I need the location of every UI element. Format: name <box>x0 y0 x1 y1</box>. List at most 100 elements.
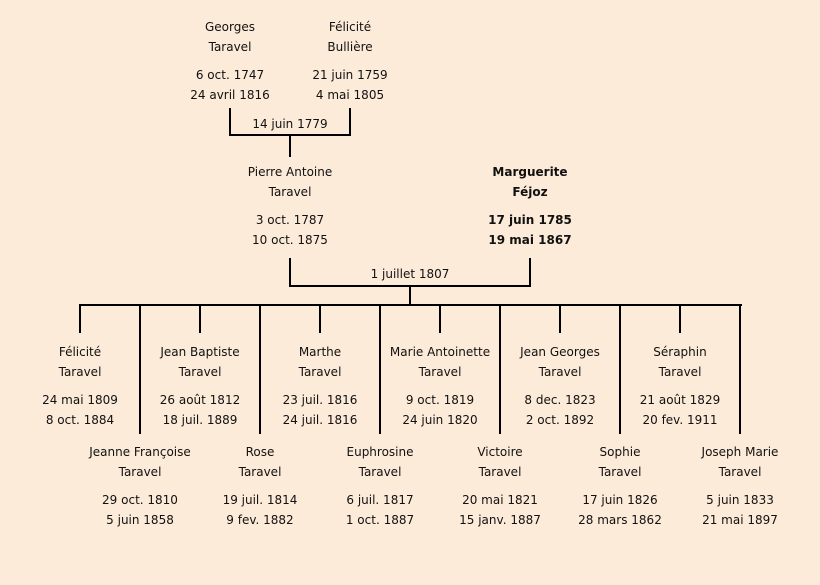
birth-date: 29 oct. 1810 <box>102 493 178 507</box>
child-card[interactable]: Sophie Taravel 17 juin 1826 28 mars 1862 <box>545 442 695 530</box>
child-card[interactable]: Jeanne Françoise Taravel 29 oct. 1810 5 … <box>65 442 215 530</box>
death-date: 5 juin 1858 <box>106 513 174 527</box>
connector-line <box>499 304 501 434</box>
person-card[interactable]: Pierre Antoine Taravel 3 oct. 1787 10 oc… <box>215 162 365 250</box>
child-card[interactable]: Marthe Taravel 23 juil. 1816 24 juil. 18… <box>245 342 395 430</box>
birth-date: 19 juil. 1814 <box>222 493 298 507</box>
death-date: 18 juil. 1889 <box>162 413 238 427</box>
connector-line <box>319 304 321 333</box>
child-card[interactable]: Jean Georges Taravel 8 dec. 1823 2 oct. … <box>485 342 635 430</box>
child-card[interactable]: Rose Taravel 19 juil. 1814 9 fev. 1882 <box>185 442 335 530</box>
last-name: Taravel <box>418 365 462 379</box>
first-name: Marguerite <box>492 165 568 179</box>
connector-line <box>349 108 351 136</box>
last-name: Féjoz <box>512 185 548 199</box>
connector-line <box>679 304 681 333</box>
first-name: Félicité <box>328 20 372 34</box>
connector-line <box>199 304 201 333</box>
child-card[interactable]: Marie Antoinette Taravel 9 oct. 1819 24 … <box>365 342 515 430</box>
person-card[interactable]: Georges Taravel 6 oct. 1747 24 avril 181… <box>155 17 305 105</box>
connector-line <box>739 304 741 434</box>
last-name: Taravel <box>238 465 282 479</box>
death-date: 2 oct. 1892 <box>525 413 595 427</box>
death-date: 24 avril 1816 <box>190 88 270 102</box>
connector-line <box>619 304 621 434</box>
connector-line <box>559 304 561 333</box>
child-card[interactable]: Jean Baptiste Taravel 26 août 1812 18 ju… <box>125 342 275 430</box>
death-date: 10 oct. 1875 <box>252 233 328 247</box>
death-date: 24 juin 1820 <box>402 413 478 427</box>
last-name: Taravel <box>598 465 642 479</box>
first-name: Marie Antoinette <box>389 345 491 359</box>
last-name: Taravel <box>208 40 252 54</box>
child-card[interactable]: Séraphin Taravel 21 août 1829 20 fev. 19… <box>605 342 755 430</box>
death-date: 8 oct. 1884 <box>45 413 115 427</box>
last-name: Taravel <box>118 465 162 479</box>
first-name: Victoire <box>477 445 523 459</box>
first-name: Félicité <box>58 345 102 359</box>
death-date: 4 mai 1805 <box>315 88 385 102</box>
death-date: 21 mai 1897 <box>702 513 778 527</box>
connector-line <box>229 108 231 136</box>
last-name: Taravel <box>478 465 522 479</box>
first-name: Rose <box>245 445 275 459</box>
last-name: Taravel <box>718 465 762 479</box>
birth-date: 26 août 1812 <box>159 393 241 407</box>
last-name: Bullière <box>327 40 373 54</box>
marriage-date: 14 juin 1779 <box>252 117 328 131</box>
first-name: Euphrosine <box>346 445 414 459</box>
first-name: Séraphin <box>653 345 707 359</box>
first-name: Georges <box>205 20 255 34</box>
connector-line <box>529 258 531 287</box>
death-date: 9 fev. 1882 <box>226 513 294 527</box>
birth-date: 21 août 1829 <box>639 393 721 407</box>
person-card[interactable]: Félicité Bullière 21 juin 1759 4 mai 180… <box>275 17 425 105</box>
person-card-highlighted[interactable]: Marguerite Féjoz 17 juin 1785 19 mai 186… <box>455 162 605 250</box>
birth-date: 20 mai 1821 <box>462 493 538 507</box>
last-name: Taravel <box>538 365 582 379</box>
child-card[interactable]: Joseph Marie Taravel 5 juin 1833 21 mai … <box>665 442 815 530</box>
child-card[interactable]: Euphrosine Taravel 6 juil. 1817 1 oct. 1… <box>305 442 455 530</box>
first-name: Jean Baptiste <box>160 345 240 359</box>
child-card[interactable]: Félicité Taravel 24 mai 1809 8 oct. 1884 <box>5 342 155 430</box>
connector-line <box>289 258 291 287</box>
connector-line <box>439 304 441 333</box>
connector-line <box>409 285 411 306</box>
connector-line <box>289 134 291 157</box>
first-name: Marthe <box>298 345 342 359</box>
first-name: Joseph Marie <box>701 445 779 459</box>
last-name: Taravel <box>658 365 702 379</box>
birth-date: 17 juin 1826 <box>582 493 658 507</box>
birth-date: 3 oct. 1787 <box>255 213 325 227</box>
last-name: Taravel <box>298 365 342 379</box>
last-name: Taravel <box>58 365 102 379</box>
birth-date: 5 juin 1833 <box>706 493 774 507</box>
death-date: 24 juil. 1816 <box>282 413 358 427</box>
birth-date: 6 oct. 1747 <box>195 68 265 82</box>
birth-date: 23 juil. 1816 <box>282 393 358 407</box>
first-name: Sophie <box>599 445 641 459</box>
birth-date: 17 juin 1785 <box>488 213 572 227</box>
last-name: Taravel <box>178 365 222 379</box>
birth-date: 21 juin 1759 <box>312 68 388 82</box>
first-name: Jean Georges <box>520 345 600 359</box>
death-date: 1 oct. 1887 <box>345 513 415 527</box>
birth-date: 8 dec. 1823 <box>524 393 596 407</box>
connector-line <box>259 304 261 434</box>
marriage-date: 1 juillet 1807 <box>370 267 450 281</box>
connector-line <box>79 304 742 306</box>
death-date: 20 fev. 1911 <box>642 413 718 427</box>
birth-date: 9 oct. 1819 <box>405 393 475 407</box>
connector-line <box>379 304 381 434</box>
first-name: Pierre Antoine <box>247 165 333 179</box>
connector-line <box>79 304 81 333</box>
death-date: 28 mars 1862 <box>578 513 662 527</box>
first-name: Jeanne Françoise <box>89 445 191 459</box>
child-card[interactable]: Victoire Taravel 20 mai 1821 15 janv. 18… <box>425 442 575 530</box>
birth-date: 6 juil. 1817 <box>346 493 414 507</box>
birth-date: 24 mai 1809 <box>42 393 118 407</box>
death-date: 15 janv. 1887 <box>459 513 541 527</box>
last-name: Taravel <box>358 465 402 479</box>
connector-line <box>139 304 141 434</box>
last-name: Taravel <box>268 185 312 199</box>
